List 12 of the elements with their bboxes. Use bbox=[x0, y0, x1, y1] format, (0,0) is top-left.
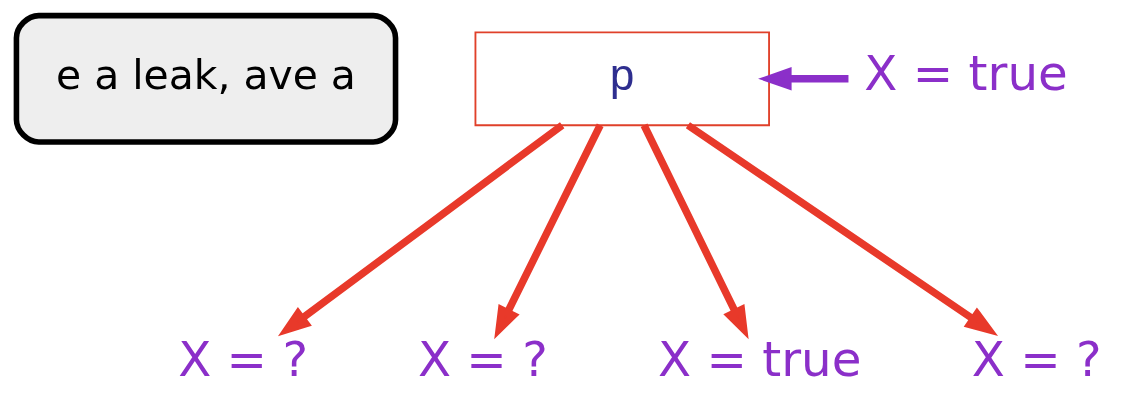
node-text: X = ? bbox=[177, 330, 308, 387]
node-box: p bbox=[474, 31, 770, 127]
node-text: X = true bbox=[657, 330, 861, 387]
arrow bbox=[277, 122, 564, 337]
arrow bbox=[640, 123, 749, 340]
node-text: X = ? bbox=[971, 330, 1102, 387]
node-box: e a leak, ave a bbox=[13, 12, 398, 145]
node-text: X = ? bbox=[417, 330, 548, 387]
arrow bbox=[757, 67, 848, 91]
arrow bbox=[685, 122, 998, 336]
arrow bbox=[493, 123, 603, 340]
node-text: X = true bbox=[863, 45, 1068, 102]
